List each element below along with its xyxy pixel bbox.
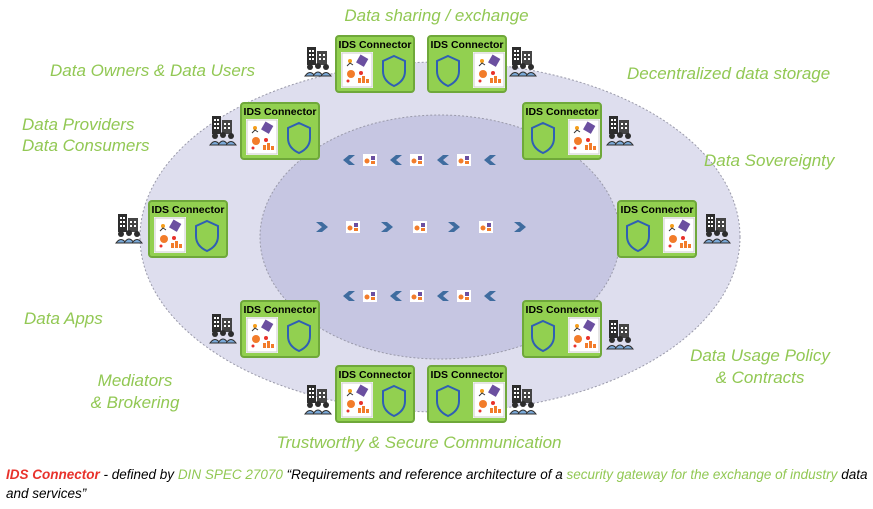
data-chart-icon: [246, 119, 278, 155]
ids-connector: IDS Connector: [240, 102, 320, 160]
building-users-icon: [208, 312, 238, 344]
connector-title: IDS Connector: [525, 106, 599, 118]
connector-title: IDS Connector: [338, 369, 412, 381]
ids-connector: IDS Connector: [335, 365, 415, 423]
footer-text-3: data and services”: [6, 467, 868, 501]
label-usage-policy: Data Usage Policy: [690, 346, 830, 365]
footer-term: IDS Connector: [6, 467, 100, 482]
label-brokering: & Brokering: [90, 393, 180, 412]
label-mediators: Mediators: [97, 371, 173, 390]
data-packet-icon: [413, 221, 427, 233]
building-users-icon: [605, 114, 635, 146]
label-data-providers: Data Providers: [22, 115, 135, 134]
data-packet-icon: [479, 221, 493, 233]
shield-icon: [433, 53, 463, 89]
shield-icon: [379, 53, 409, 89]
footer-spec: DIN SPEC 27070: [177, 467, 283, 482]
chevron-left-icon: [343, 155, 355, 165]
footer-text-1: - defined by: [99, 467, 178, 482]
label-decentralized-storage: Decentralized data storage: [627, 64, 831, 83]
data-chart-icon: [246, 317, 278, 353]
data-chart-icon: [341, 382, 373, 418]
label-data-owners: Data Owners & Data Users: [50, 61, 256, 80]
shield-icon: [528, 318, 558, 354]
connector-title: IDS Connector: [338, 39, 412, 51]
shield-icon: [379, 383, 409, 419]
data-chart-icon: [663, 217, 695, 253]
data-chart-icon: [341, 52, 373, 88]
chevron-right-icon: [448, 222, 460, 232]
shield-icon: [192, 218, 222, 254]
data-chart-icon: [154, 217, 186, 253]
connector-title: IDS Connector: [525, 304, 599, 316]
label-data-sharing: Data sharing / exchange: [344, 6, 529, 25]
footer-gateway: security gateway for the exchange of ind…: [566, 467, 838, 482]
data-packet-icon: [410, 154, 424, 166]
data-packet-icon: [363, 290, 377, 302]
label-secure-communication: Trustworthy & Secure Communication: [276, 433, 562, 452]
data-chart-icon: [473, 52, 505, 88]
chevron-left-icon: [437, 291, 449, 301]
chevron-right-icon: [514, 222, 526, 232]
data-packet-icon: [457, 154, 471, 166]
connector-title: IDS Connector: [243, 304, 317, 316]
chevron-left-icon: [484, 291, 496, 301]
building-users-icon: [702, 212, 732, 244]
data-chart-icon: [568, 119, 600, 155]
connector-title: IDS Connector: [243, 106, 317, 118]
chevron-right-icon: [316, 222, 328, 232]
footer-definition: IDS Connector - defined by DIN SPEC 2707…: [6, 465, 868, 503]
data-packet-icon: [457, 290, 471, 302]
label-data-apps: Data Apps: [24, 309, 103, 328]
shield-icon: [528, 120, 558, 156]
building-users-icon: [208, 114, 238, 146]
data-packet-icon: [410, 290, 424, 302]
building-users-icon: [508, 383, 538, 415]
chevron-left-icon: [484, 155, 496, 165]
data-flow-arrows: [316, 154, 526, 302]
data-chart-icon: [568, 317, 600, 353]
ids-connector: IDS Connector: [427, 35, 507, 93]
connector-title: IDS Connector: [620, 204, 694, 216]
data-chart-icon: [473, 382, 505, 418]
shield-icon: [623, 218, 653, 254]
building-users-icon: [605, 318, 635, 350]
connector-title: IDS Connector: [430, 369, 504, 381]
ids-connector: IDS Connector: [522, 300, 602, 358]
shield-icon: [284, 318, 314, 354]
building-users-icon: [508, 45, 538, 77]
building-users-icon: [303, 45, 333, 77]
ids-connector: IDS Connector: [522, 102, 602, 160]
building-users-icon: [114, 212, 144, 244]
shield-icon: [284, 120, 314, 156]
chevron-left-icon: [390, 155, 402, 165]
chevron-left-icon: [390, 291, 402, 301]
chevron-left-icon: [437, 155, 449, 165]
chevron-right-icon: [381, 222, 393, 232]
ids-connector: IDS Connector: [427, 365, 507, 423]
data-packet-icon: [363, 154, 377, 166]
ids-connector: IDS Connector: [335, 35, 415, 93]
building-users-icon: [303, 383, 333, 415]
label-contracts: & Contracts: [715, 368, 805, 387]
label-data-sovereignty: Data Sovereignty: [704, 151, 835, 170]
label-data-consumers: Data Consumers: [22, 136, 150, 155]
footer-text-2: “Requirements and reference architecture…: [282, 467, 567, 482]
shield-icon: [433, 383, 463, 419]
connector-title: IDS Connector: [151, 204, 225, 216]
connector-title: IDS Connector: [430, 39, 504, 51]
ids-connector: IDS Connector: [617, 200, 697, 258]
chevron-left-icon: [343, 291, 355, 301]
ids-connector: IDS Connector: [148, 200, 228, 258]
data-packet-icon: [346, 221, 360, 233]
ids-connector: IDS Connector: [240, 300, 320, 358]
